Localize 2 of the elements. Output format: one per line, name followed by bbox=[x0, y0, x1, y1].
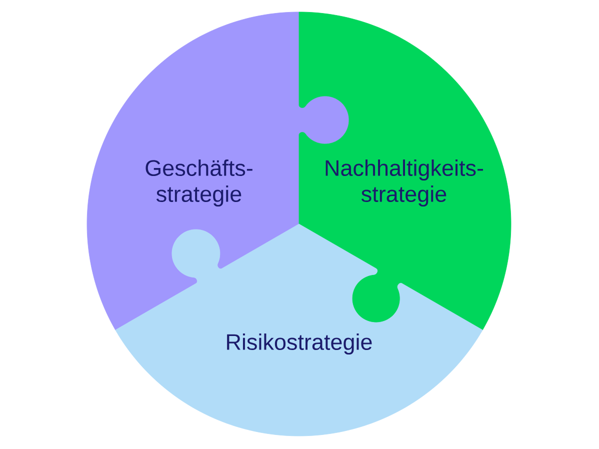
puzzle-piece: Nachhaltigkeits- strategie bbox=[298, 12, 512, 330]
puzzle-piece: Risikostrategie bbox=[115, 224, 483, 436]
